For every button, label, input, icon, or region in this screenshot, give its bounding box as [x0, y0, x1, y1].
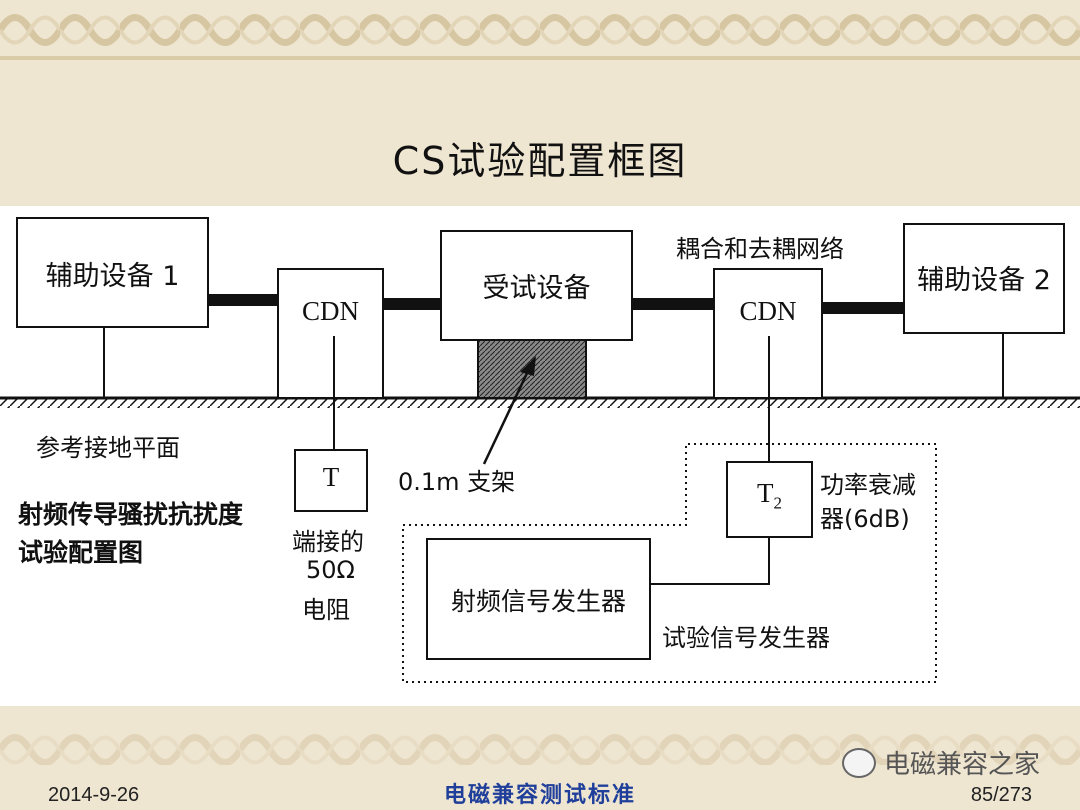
cdn-left-label: CDN	[301, 296, 359, 326]
coupling-network-label: 耦合和去耦网络	[676, 235, 844, 263]
terminator-desc-2: 50Ω	[306, 556, 355, 584]
aux1-box	[16, 217, 209, 328]
slide-title: CS试验配置框图	[392, 139, 688, 183]
aux1-label: 辅助设备 1	[45, 261, 180, 292]
cs-test-diagram	[0, 217, 1080, 683]
terminator-desc-1: 端接的	[292, 528, 364, 556]
cable-cdn-eut	[383, 298, 441, 310]
cdn-right-label: CDN	[739, 296, 797, 326]
wechat-icon	[842, 747, 876, 778]
attenuator-desc-1: 功率衰减	[820, 471, 916, 499]
footer-date: 2014-9-26	[48, 784, 140, 806]
cable-eut-cdn	[632, 298, 714, 310]
caption-line-2: 试验配置图	[18, 538, 144, 567]
caption-line-1: 射频传导骚扰抗扰度	[18, 500, 244, 529]
watermark-text: 电磁兼容之家	[884, 750, 1041, 780]
aux2-label: 辅助设备 2	[917, 265, 1051, 296]
support-label: 0.1m 支架	[398, 468, 516, 496]
attenuator-box	[726, 461, 813, 538]
generator-wire	[650, 537, 770, 585]
terminator-box	[294, 449, 368, 512]
watermark: 电磁兼容之家	[842, 744, 1040, 781]
page-number: 85/273	[970, 784, 1032, 806]
attenuator-letter: T	[757, 478, 774, 508]
cable-cdn-aux2	[822, 302, 905, 314]
rf-generator-box	[426, 538, 651, 660]
attenuator-subscript: 2	[773, 493, 783, 513]
footer-title: 电磁兼容测试标准	[443, 783, 636, 808]
ground-plane-hatch	[0, 399, 1080, 408]
attenuator-desc-2: 器(6dB)	[820, 505, 910, 533]
ground-plane-label: 参考接地平面	[36, 434, 180, 462]
terminator-label: T	[322, 462, 340, 492]
test-generator-label: 试验信号发生器	[662, 624, 830, 652]
cdn-left-box	[277, 268, 384, 399]
eut-label: 受试设备	[482, 273, 591, 304]
support-arrow-line	[482, 370, 530, 465]
attenuator-label: T2	[727, 478, 812, 513]
terminator-desc-3: 电阻	[302, 596, 350, 624]
generator-enclosure	[402, 443, 937, 683]
cable-aux1-cdn	[208, 294, 278, 306]
aux2-box	[903, 223, 1065, 334]
rf-generator-label: 射频信号发生器	[450, 587, 626, 616]
support-arrow-head	[520, 356, 536, 376]
